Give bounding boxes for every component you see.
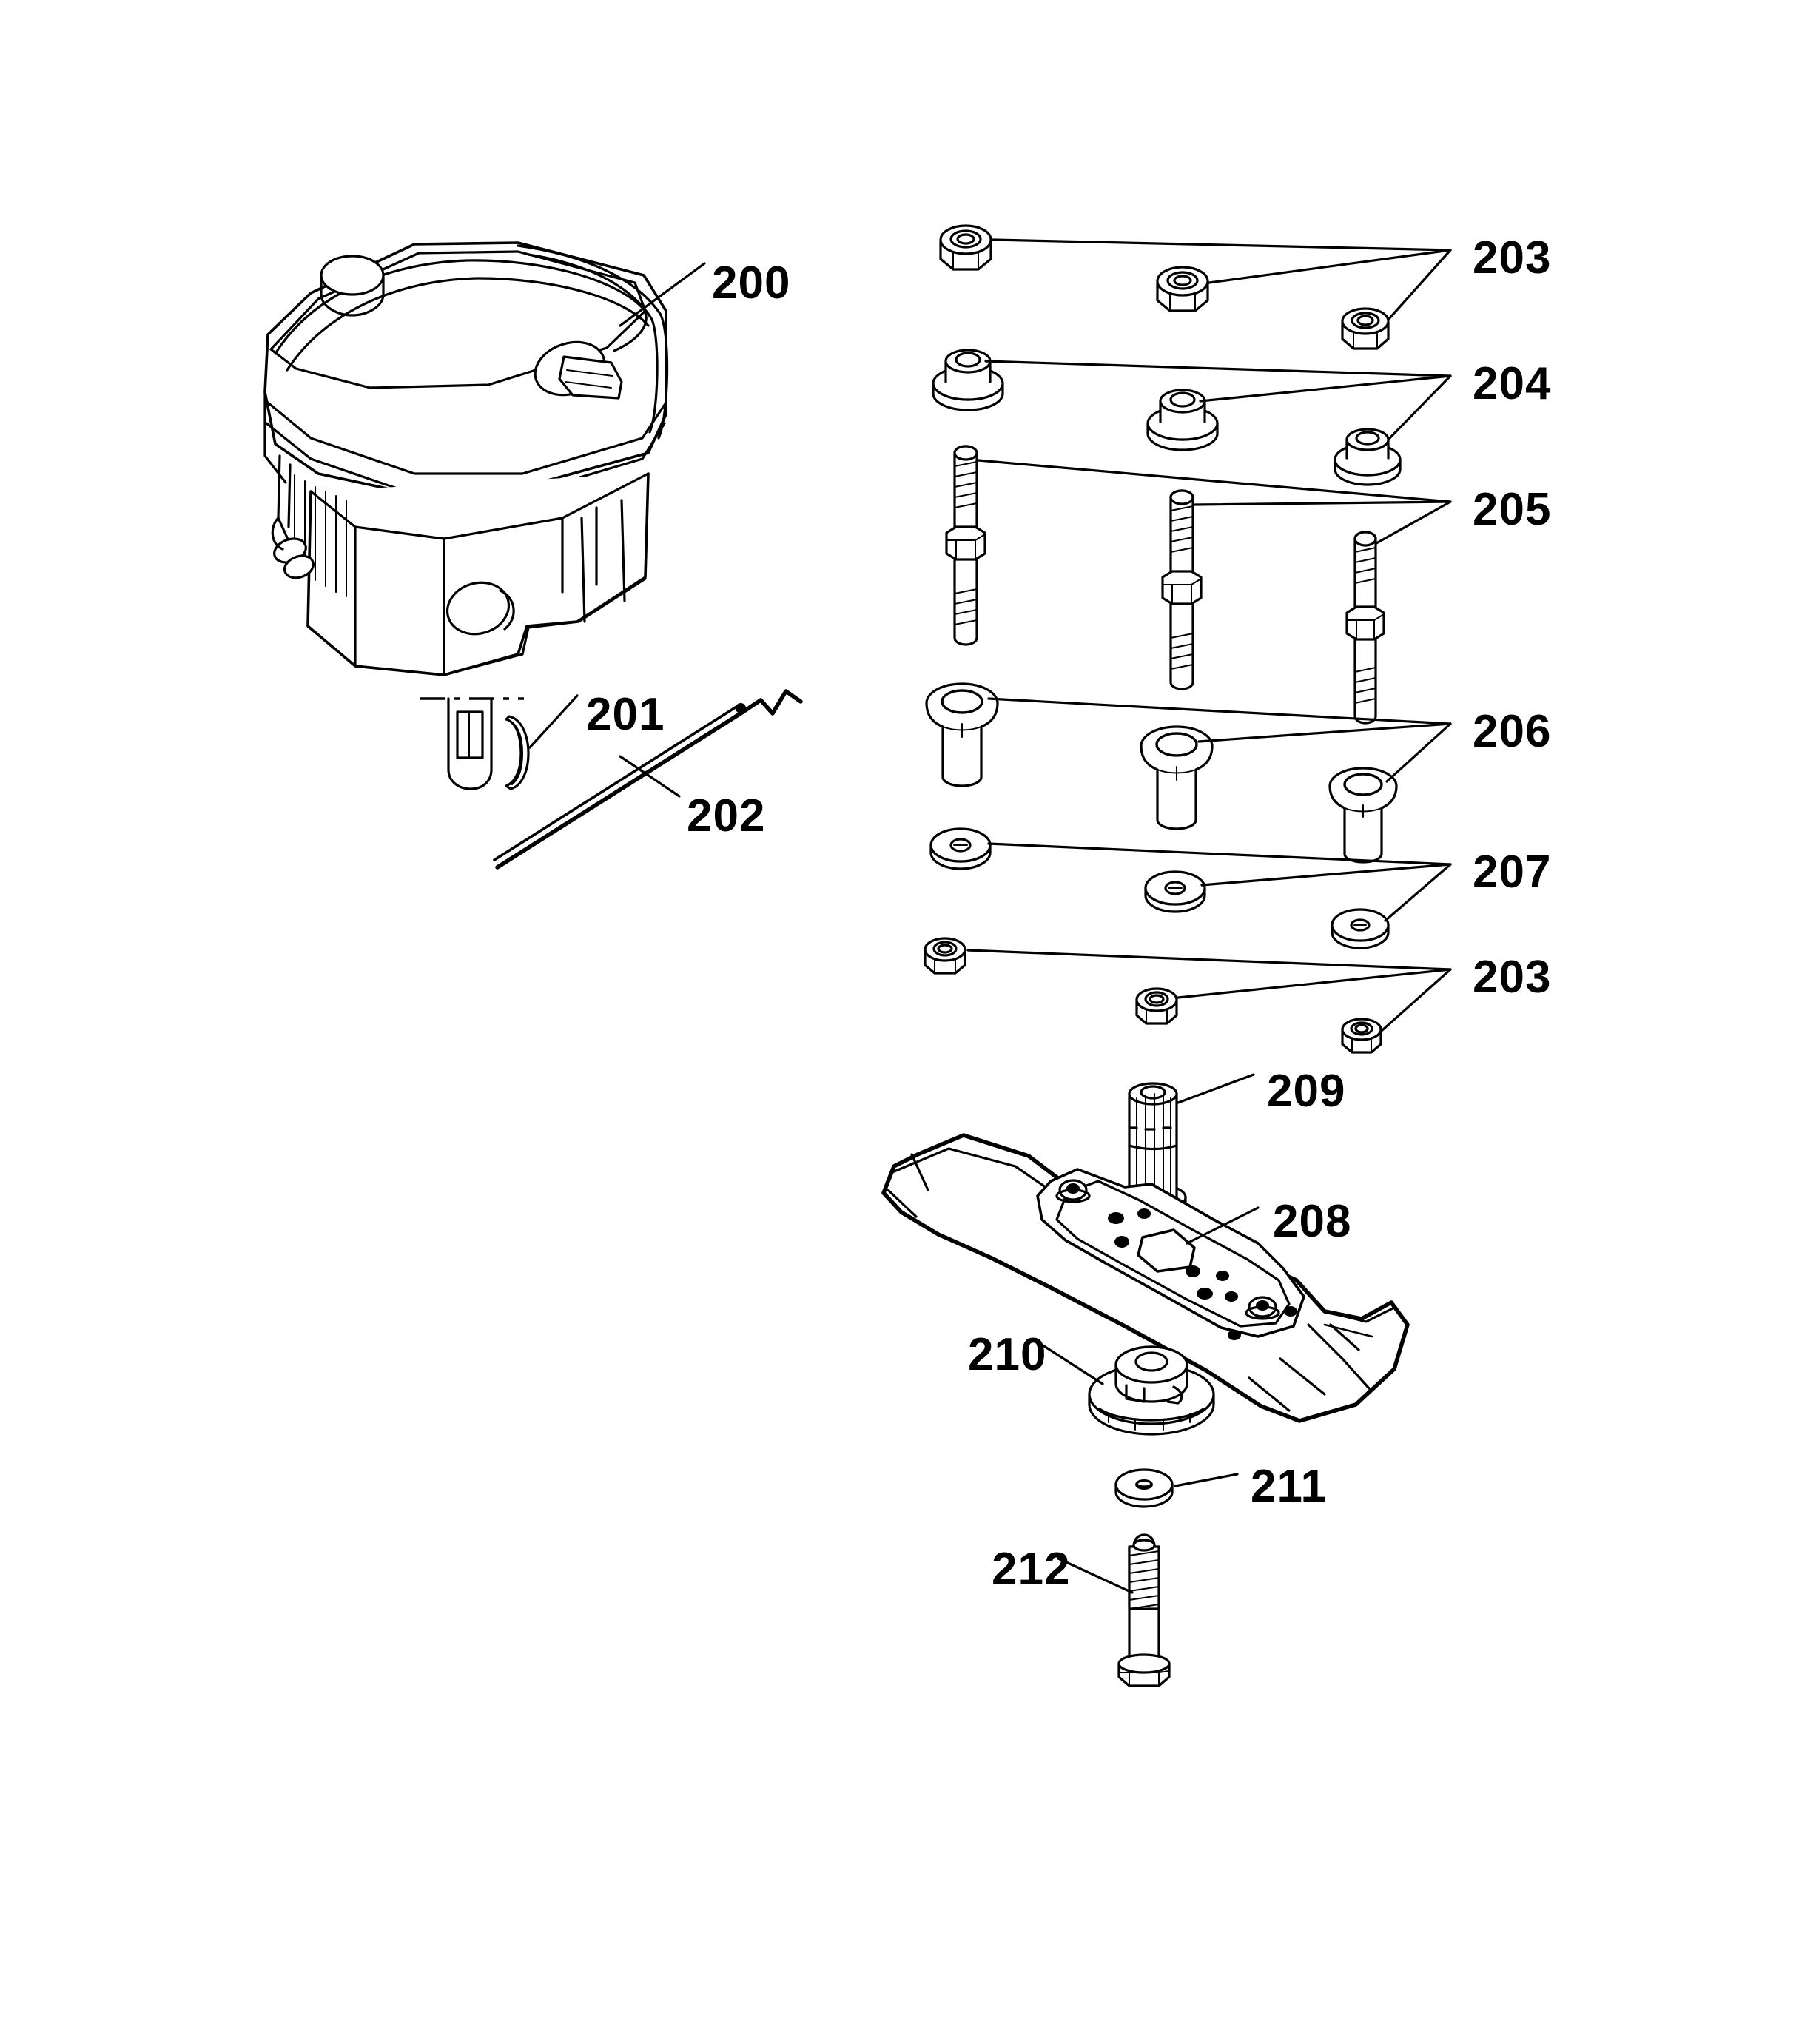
callout-label-211[interactable]: 211 — [1251, 1461, 1328, 1512]
leader-209 — [1177, 1073, 1255, 1104]
hex-lock-nuts-top — [939, 224, 1390, 350]
blade-adapter-drawing — [1088, 1345, 1215, 1436]
callout-label-203-bottom[interactable]: 203 — [1473, 952, 1552, 1003]
leader-202 — [619, 755, 681, 798]
leader-210 — [1035, 1339, 1104, 1385]
callout-label-204[interactable]: 204 — [1473, 358, 1552, 409]
callout-label-203-top[interactable]: 203 — [1473, 232, 1552, 283]
threaded-studs — [945, 445, 1385, 725]
leaders-205 — [977, 459, 1452, 545]
leaders-206 — [987, 697, 1452, 783]
leaders-203-top — [992, 238, 1452, 321]
callout-label-210[interactable]: 210 — [968, 1329, 1047, 1380]
isolator-grommets — [932, 349, 1402, 486]
blade-bolt-drawing — [1117, 1533, 1171, 1687]
callout-label-212[interactable]: 212 — [992, 1544, 1071, 1595]
callout-label-200[interactable]: 200 — [712, 258, 791, 309]
flat-washers — [929, 827, 1390, 949]
leaders-203-bottom — [966, 949, 1452, 1032]
callout-label-205[interactable]: 205 — [1473, 484, 1552, 535]
mulching-blade-drawing — [881, 1133, 1410, 1423]
leader-200 — [619, 262, 706, 327]
callout-label-209[interactable]: 209 — [1267, 1066, 1346, 1117]
leader-211 — [1174, 1473, 1239, 1487]
control-cable-drawing — [493, 689, 803, 870]
callout-label-206[interactable]: 206 — [1473, 706, 1552, 757]
leaders-204 — [984, 360, 1452, 441]
callout-label-207[interactable]: 207 — [1473, 847, 1552, 898]
flanged-bushings — [925, 682, 1398, 864]
engine-assembly-drawing — [263, 241, 669, 790]
hex-lock-nuts-bottom — [924, 937, 1382, 1054]
leaders-207 — [987, 842, 1452, 922]
callout-label-208[interactable]: 208 — [1273, 1196, 1352, 1247]
leader-208 — [1186, 1206, 1260, 1245]
callout-label-202[interactable]: 202 — [687, 790, 766, 841]
crankshaft-key-drawing — [505, 715, 530, 790]
blade-washer-drawing — [1114, 1468, 1174, 1508]
leader-212 — [1057, 1557, 1134, 1594]
callout-label-201[interactable]: 201 — [586, 689, 665, 740]
leader-201 — [528, 694, 579, 749]
